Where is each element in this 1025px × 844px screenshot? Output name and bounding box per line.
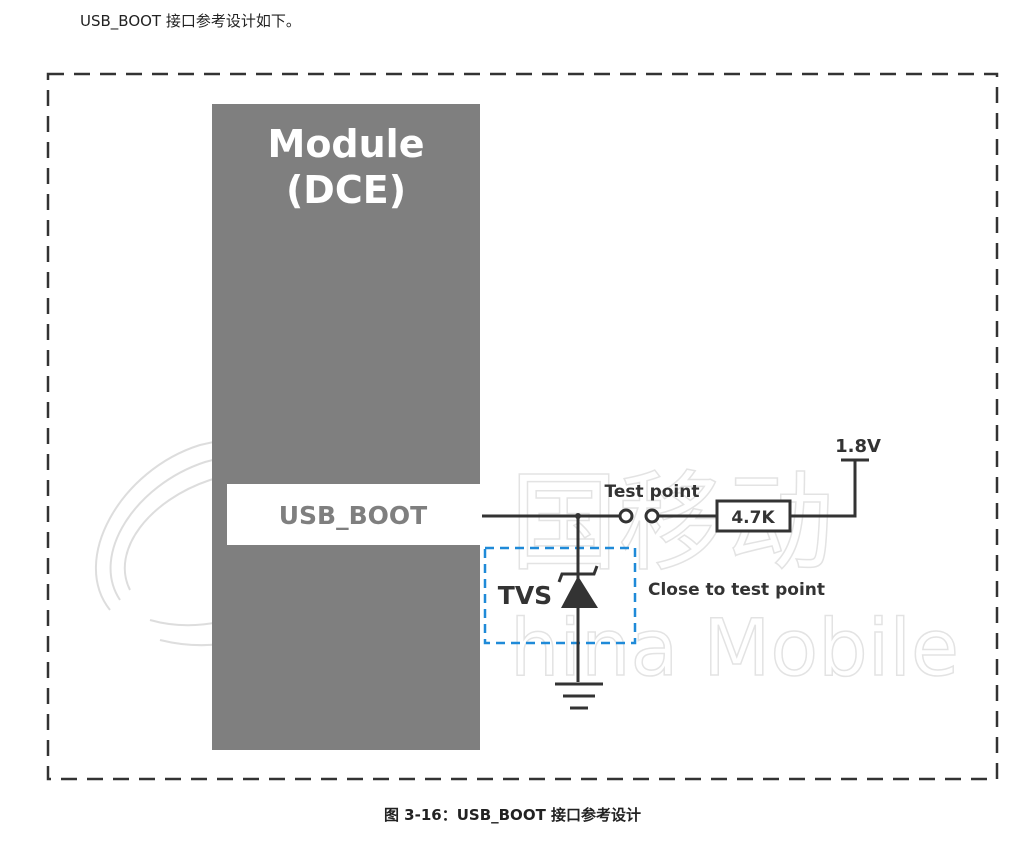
resistor-wire-right (790, 460, 857, 518)
pin-box (227, 484, 480, 545)
watermark-en-text: hina Mobile (510, 604, 959, 694)
module-title-line2: (DCE) (286, 168, 406, 212)
module-block (212, 104, 480, 750)
pin-label: USB_BOOT (279, 501, 427, 530)
tvs-diode (561, 576, 598, 608)
intro-text: USB_BOOT 接口参考设计如下。 (80, 12, 301, 30)
tvs-cathode-bar (557, 565, 599, 583)
ground-symbol (555, 682, 603, 710)
voltage-label: 1.8V (835, 436, 881, 457)
module-title-line1: Module (268, 122, 425, 166)
resistor-label: 4.7K (731, 508, 775, 528)
outer-dashed-frame (46, 72, 999, 781)
tvs-dashed-box (483, 546, 637, 645)
tvs-note: Close to test point (648, 580, 825, 600)
test-point-label: Test point (605, 482, 700, 502)
tvs-label: TVS (498, 581, 552, 610)
figure-caption: 图 3-16：USB_BOOT 接口参考设计 (383, 806, 642, 824)
